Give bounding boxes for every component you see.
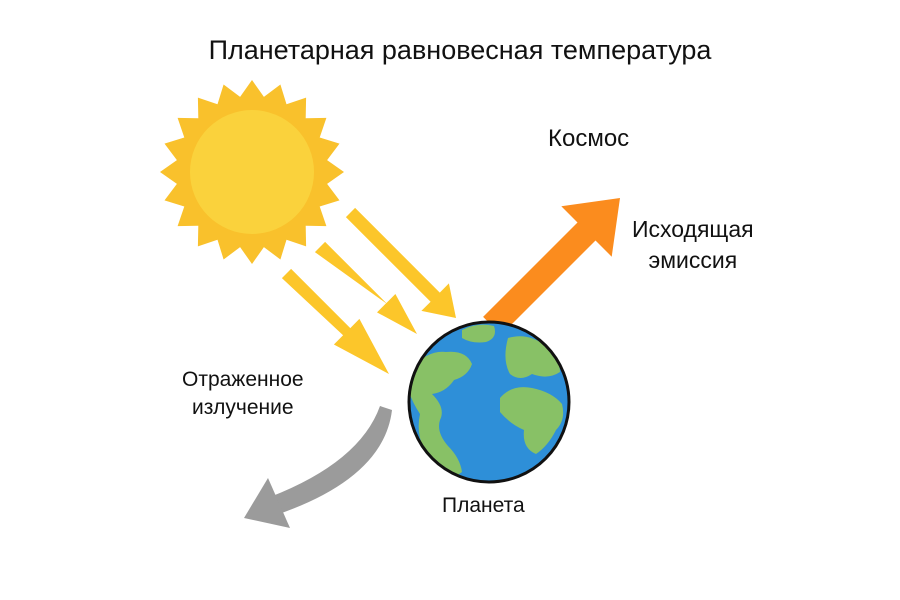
incoming-radiation-arrows xyxy=(281,207,456,374)
incoming-arrow-2 xyxy=(314,241,417,334)
space-label: Космос xyxy=(548,125,630,152)
incoming-arrow-3 xyxy=(281,268,389,374)
outgoing-emission-label-line2: эмиссия xyxy=(648,247,738,274)
outgoing-emission-arrow xyxy=(483,198,620,335)
outgoing-emission-label-line1: Исходящая xyxy=(632,216,754,242)
diagram-title: Планетарная равновесная температура xyxy=(208,35,712,65)
planet-label: Планета xyxy=(442,494,525,517)
sun-core xyxy=(190,110,314,234)
sun-icon xyxy=(160,80,344,264)
incoming-arrow-1 xyxy=(345,207,456,318)
reflected-radiation-arrow xyxy=(244,406,392,528)
reflected-radiation-label: Отраженное излучение xyxy=(182,366,304,423)
planet-earth-icon xyxy=(407,320,571,484)
reflected-radiation-label-line2: излучение xyxy=(192,396,294,420)
outgoing-emission-label: Исходящая эмиссия xyxy=(632,214,754,276)
reflected-radiation-label-line1: Отраженное xyxy=(182,368,304,391)
